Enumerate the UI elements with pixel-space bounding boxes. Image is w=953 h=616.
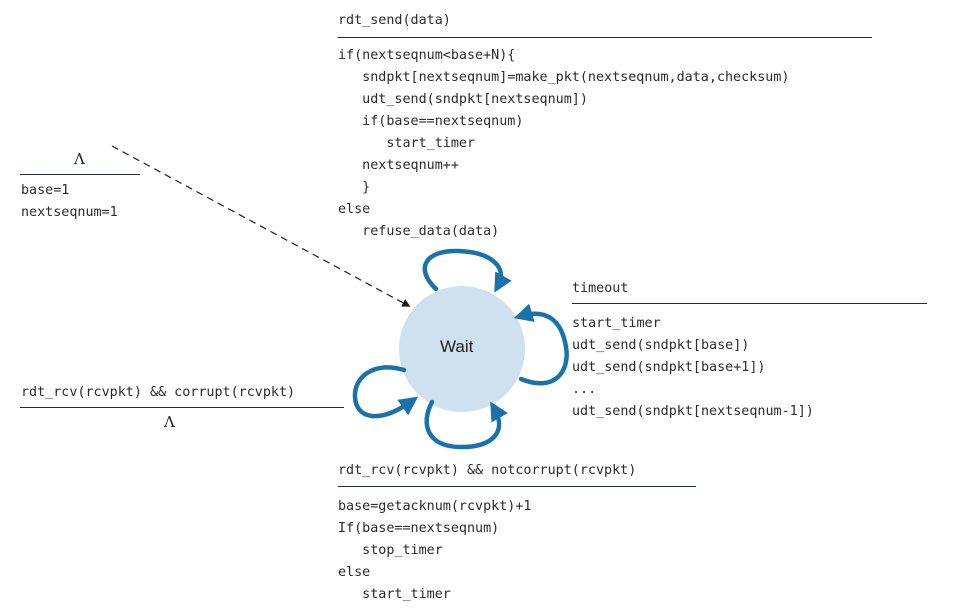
ack-action-line: stop_timer <box>338 543 443 558</box>
corrupt-action-lambda: Λ <box>164 413 175 431</box>
corrupt-event: rdt_rcv(rcvpkt) && corrupt(rcvpkt) <box>21 385 296 400</box>
send-action-line: if(nextseqnum<base+N){ <box>338 48 516 63</box>
send-divider <box>338 37 872 38</box>
init-action-base: base=1 <box>21 183 70 198</box>
corrupt-self-loop-arrow <box>352 365 419 419</box>
timeout-action-line: udt_send(sndpkt[base+1]) <box>572 360 766 375</box>
timeout-action-line: udt_send(sndpkt[nextseqnum-1]) <box>572 404 814 419</box>
send-action-line: udt_send(sndpkt[nextseqnum]) <box>338 92 588 107</box>
ack-action-line: base=getacknum(rcvpkt)+1 <box>338 499 532 514</box>
timeout-self-loop-arrow <box>513 303 569 386</box>
ack-action-line: If(base==nextseqnum) <box>338 521 500 536</box>
timeout-action-line: ... <box>572 382 597 397</box>
timeout-divider <box>572 303 927 304</box>
ack-divider <box>338 486 696 487</box>
init-action-nextseqnum: nextseqnum=1 <box>21 205 118 220</box>
wait-state-label: Wait <box>440 337 474 356</box>
send-event: rdt_send(data) <box>338 13 451 28</box>
wait-state <box>399 286 525 412</box>
initial-transition-arrow <box>111 145 411 307</box>
send-action-line: if(base==nextseqnum) <box>338 114 524 129</box>
timeout-event: timeout <box>572 281 629 296</box>
send-action-line: sndpkt[nextseqnum]=make_pkt(nextseqnum,d… <box>338 70 790 85</box>
corrupt-divider <box>20 407 344 408</box>
ack-action-line: else <box>338 565 371 580</box>
init-event-lambda: Λ <box>74 150 85 168</box>
ack-action-line: start_timer <box>338 587 451 602</box>
send-action-line: } <box>338 180 371 195</box>
init-divider <box>20 174 140 175</box>
send-self-loop-arrow <box>422 248 512 293</box>
ack-self-loop-arrow <box>424 399 508 450</box>
send-action-line: nextseqnum++ <box>338 158 459 173</box>
timeout-action-line: start_timer <box>572 316 661 331</box>
ack-event: rdt_rcv(rcvpkt) && notcorrupt(rcvpkt) <box>338 463 637 478</box>
send-action-line: else <box>338 202 371 217</box>
timeout-action-line: udt_send(sndpkt[base]) <box>572 338 750 353</box>
send-action-line: refuse_data(data) <box>338 224 500 239</box>
send-action-line: start_timer <box>338 136 476 151</box>
